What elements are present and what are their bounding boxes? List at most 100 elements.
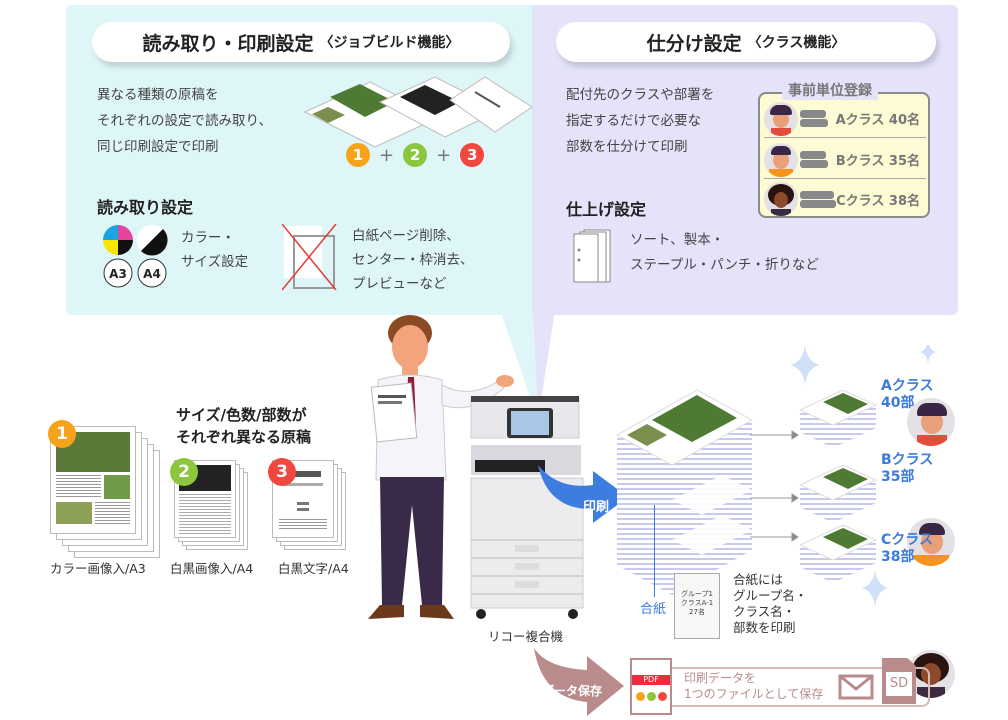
registration-title: 事前単位登録 bbox=[782, 80, 878, 100]
note-line: クラス名・ bbox=[733, 604, 796, 619]
text-line: サイズ設定 bbox=[181, 254, 249, 270]
copier-screen bbox=[511, 411, 549, 435]
data-save-arrow bbox=[534, 648, 624, 716]
text-line: 印刷データを bbox=[684, 671, 757, 685]
people-icon bbox=[800, 110, 828, 127]
student-avatar-a bbox=[907, 398, 955, 446]
people-icon bbox=[800, 190, 836, 208]
class-function-title: 仕分け設定〈クラス機能〉 bbox=[556, 22, 936, 62]
plus-sign: + bbox=[436, 144, 452, 166]
save-info-box bbox=[672, 667, 930, 707]
title-sub: 〈クラス機能〉 bbox=[747, 35, 846, 51]
desc-line: 部数を仕分けて印刷 bbox=[566, 139, 688, 155]
speech-pointer bbox=[500, 310, 555, 420]
class-name: Cクラス bbox=[881, 532, 933, 548]
original-bw-image-a4: 2 bbox=[170, 458, 250, 550]
mini-badge-3 bbox=[657, 692, 667, 701]
original-label: 白黒画像入/A4 bbox=[170, 561, 254, 576]
text-line: センター・枠消去、 bbox=[352, 252, 474, 268]
text-line: ソート、製本・ bbox=[630, 232, 725, 248]
avatar-a bbox=[764, 101, 798, 136]
class-name: Bクラス bbox=[881, 452, 934, 468]
output-stack-b bbox=[798, 464, 878, 529]
copier-illustration bbox=[470, 396, 584, 619]
badge-2: 2 bbox=[170, 458, 198, 486]
pre-registration-box: Aクラス 40名 Bクラス 35名 Cクラス 38名 bbox=[758, 92, 930, 218]
registration-row-b: Bクラス 35名 bbox=[764, 141, 926, 179]
sheet-line: 27名 bbox=[689, 608, 705, 616]
original-label: 白黒文字/A4 bbox=[278, 561, 349, 576]
badge-sequence: 1 + 2 + 3 bbox=[346, 143, 485, 167]
finishing-heading: 仕上げ設定 bbox=[566, 200, 647, 219]
note-line: 部数を印刷 bbox=[733, 620, 796, 635]
mail-icon bbox=[838, 674, 874, 700]
copy-count: 38部 bbox=[881, 549, 915, 565]
sd-card-icon: SD bbox=[882, 658, 916, 704]
avatar-b bbox=[764, 142, 798, 177]
sparkle-decorations bbox=[790, 345, 936, 607]
copy-count: 35部 bbox=[881, 469, 915, 485]
badge-1: 1 bbox=[346, 143, 370, 167]
sheet-line: クラスA-1 bbox=[680, 599, 714, 607]
badge-3: 3 bbox=[268, 458, 296, 486]
separator-label: 合紙 bbox=[640, 602, 667, 617]
size-a3: A3 bbox=[109, 267, 127, 281]
badge-1: 1 bbox=[48, 420, 76, 448]
title-text: 仕分け設定 bbox=[646, 32, 742, 55]
booklet-icon bbox=[573, 229, 611, 283]
desc-line: それぞれの設定で読み取り、 bbox=[97, 113, 272, 129]
text-line: サイズ/色数/部数が bbox=[176, 406, 307, 424]
original-label: カラー画像入/A3 bbox=[50, 561, 146, 576]
separator-note: 合紙には グループ名・ クラス名・ 部数を印刷 bbox=[733, 572, 807, 636]
title-sub: 〈ジョブビルド機能〉 bbox=[319, 35, 460, 51]
sheet-line: グループ1 bbox=[680, 590, 714, 598]
erase-text: 白紙ページ削除、 センター・枠消去、 プレビューなど bbox=[352, 224, 474, 296]
class-function-description: 配付先のクラスや部署を 指定するだけで必要な 部数を仕分けて印刷 bbox=[566, 82, 714, 160]
pdf-label: PDF bbox=[632, 675, 670, 685]
desc-line: 配付先のクラスや部署を bbox=[566, 87, 715, 103]
badge-2: 2 bbox=[403, 143, 428, 167]
print-arrow-label: 印刷 bbox=[583, 500, 610, 515]
job-build-title: 読み取り・印刷設定〈ジョブビルド機能〉 bbox=[92, 22, 510, 62]
job-build-description: 異なる種類の原稿を それぞれの設定で読み取り、 同じ印刷設定で印刷 bbox=[97, 82, 272, 160]
printed-stack bbox=[615, 389, 754, 595]
separator-pointer-line bbox=[654, 505, 655, 597]
output-stack-a bbox=[798, 389, 878, 454]
registration-row-a: Aクラス 40名 bbox=[764, 100, 926, 138]
color-size-text: カラー・ サイズ設定 bbox=[181, 226, 248, 274]
finishing-text: ソート、製本・ ステープル・パンチ・折りなど bbox=[630, 228, 819, 278]
note-line: グループ名・ bbox=[733, 588, 808, 603]
document-thumbnails bbox=[303, 76, 533, 147]
original-color-a3: 1 bbox=[48, 420, 160, 560]
mini-badge-2 bbox=[646, 692, 656, 701]
desc-line: 指定するだけで必要な bbox=[566, 113, 701, 129]
distribution-arrows bbox=[750, 430, 799, 542]
pdf-file-icon: PDF bbox=[630, 658, 672, 715]
registration-label: Cクラス 38名 bbox=[836, 193, 920, 209]
output-stack-c bbox=[798, 524, 878, 589]
sd-label: SD bbox=[886, 672, 912, 696]
student-avatar-b bbox=[907, 518, 955, 566]
scan-settings-heading: 読み取り設定 bbox=[97, 198, 194, 217]
people-icon bbox=[800, 151, 828, 168]
save-text: 印刷データを 1つのファイルとして保存 bbox=[684, 670, 823, 702]
data-save-label: データ保存 bbox=[542, 684, 603, 698]
original-bw-text-a4: 3 bbox=[268, 458, 348, 550]
desc-line: 同じ印刷設定で印刷 bbox=[97, 139, 219, 155]
text-line: プレビューなど bbox=[352, 276, 447, 292]
note-line: 合紙には bbox=[733, 572, 784, 587]
mini-badge-1 bbox=[635, 692, 645, 701]
text-line: それぞれ異なる原稿 bbox=[176, 428, 312, 446]
text-line: カラー・ bbox=[181, 230, 235, 246]
registration-label: Bクラス 35名 bbox=[835, 154, 920, 169]
plus-sign: + bbox=[379, 144, 395, 166]
copier-label: リコー複合機 bbox=[488, 629, 564, 644]
separator-sheet: グループ1 クラスA-1 27名 bbox=[674, 573, 720, 639]
registration-label: Aクラス 40名 bbox=[835, 113, 920, 128]
text-line: 白紙ページ削除、 bbox=[352, 228, 460, 244]
avatar-c bbox=[764, 182, 798, 216]
size-a4: A4 bbox=[143, 267, 161, 281]
text-line: 1つのファイルとして保存 bbox=[684, 687, 824, 701]
